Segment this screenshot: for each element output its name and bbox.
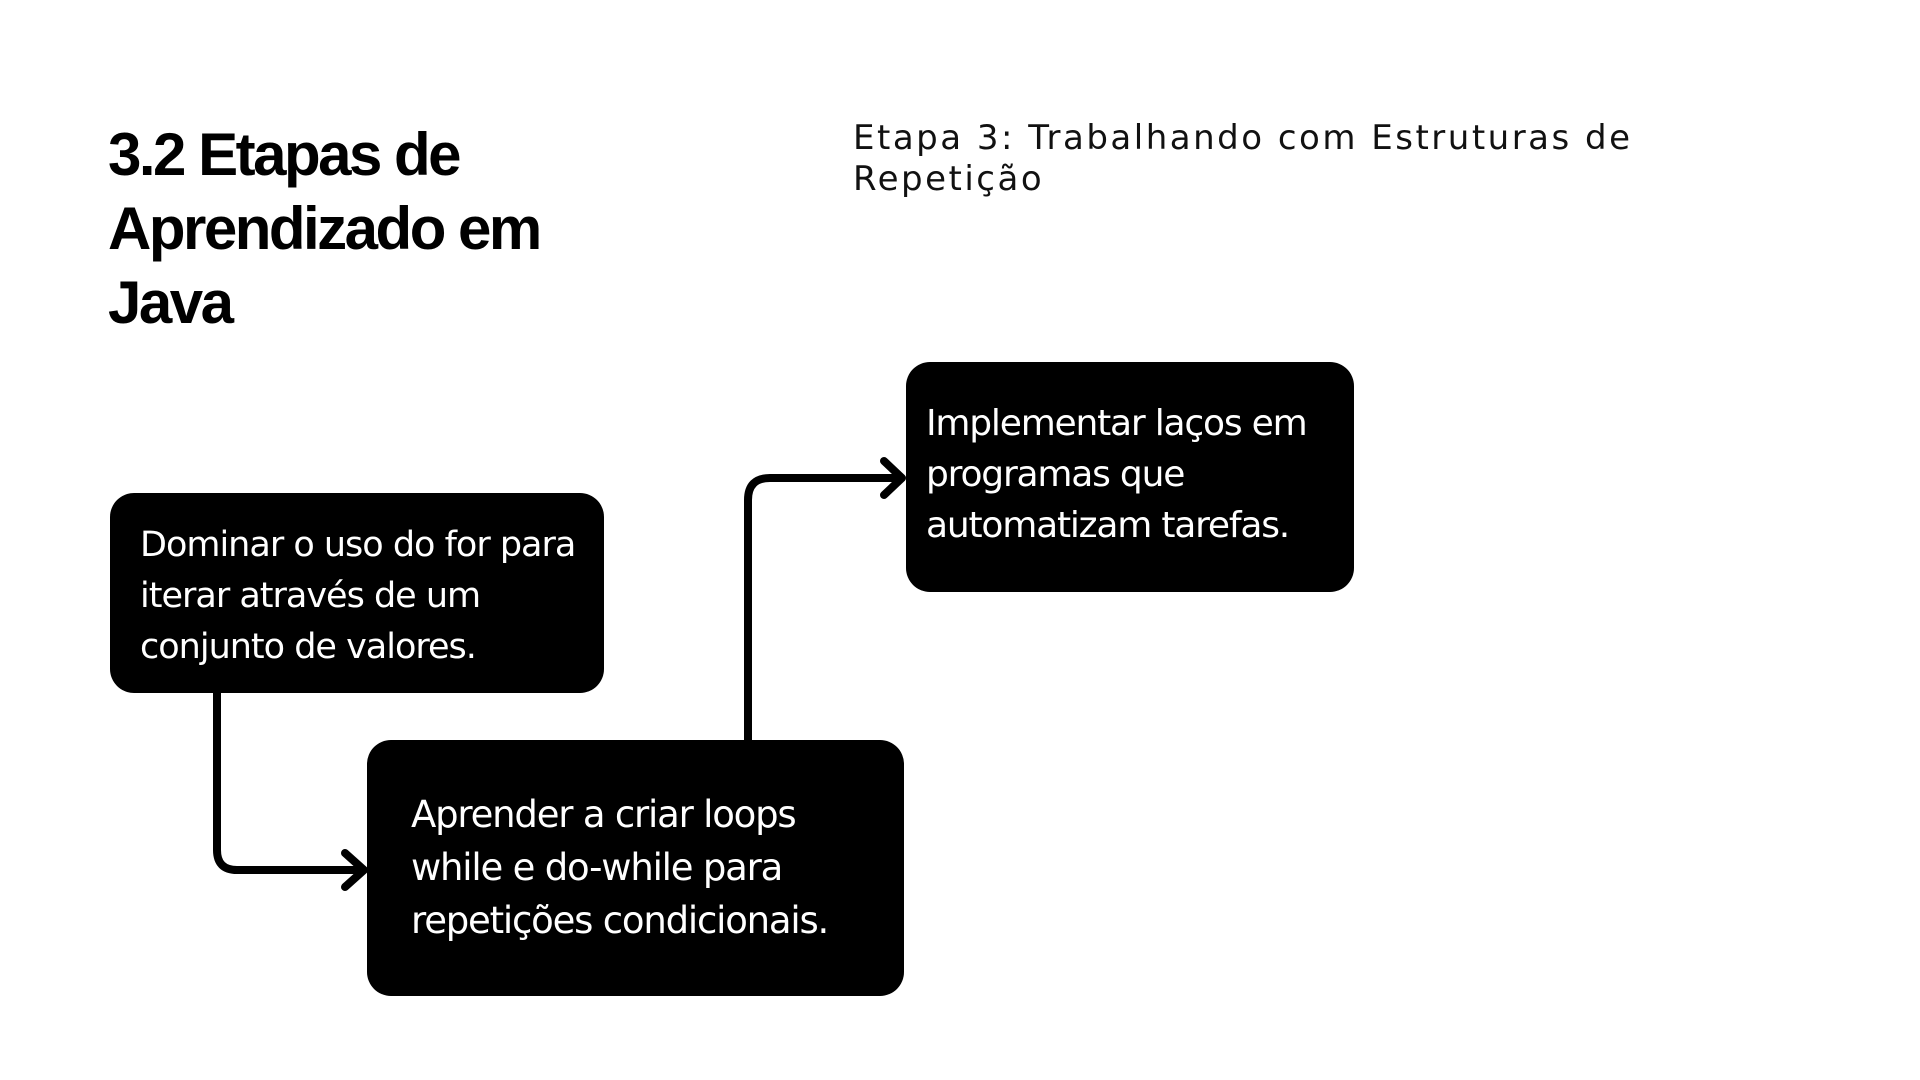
slide-subtitle: Etapa 3: Trabalhando com Estruturas de R… (853, 118, 1633, 199)
step-text: Implementar laços em programas que autom… (926, 403, 1308, 546)
arrowhead-step2 (341, 849, 368, 891)
connector-step2-to-step3 (744, 474, 904, 744)
step-text: Dominar o uso do for para iterar através… (140, 525, 576, 667)
step-box-while-loops: Aprender a criar loops while e do-while … (367, 740, 904, 996)
slide-title: 3.2 Etapas de Aprendizado em Java (108, 121, 542, 336)
step-text: Aprender a criar loops while e do-while … (411, 793, 829, 942)
arrowhead-step3 (880, 457, 906, 499)
connector-step1-to-step2 (213, 689, 366, 874)
step-box-for-loop: Dominar o uso do for para iterar através… (110, 493, 604, 693)
step-box-implement-loops: Implementar laços em programas que autom… (906, 362, 1354, 592)
